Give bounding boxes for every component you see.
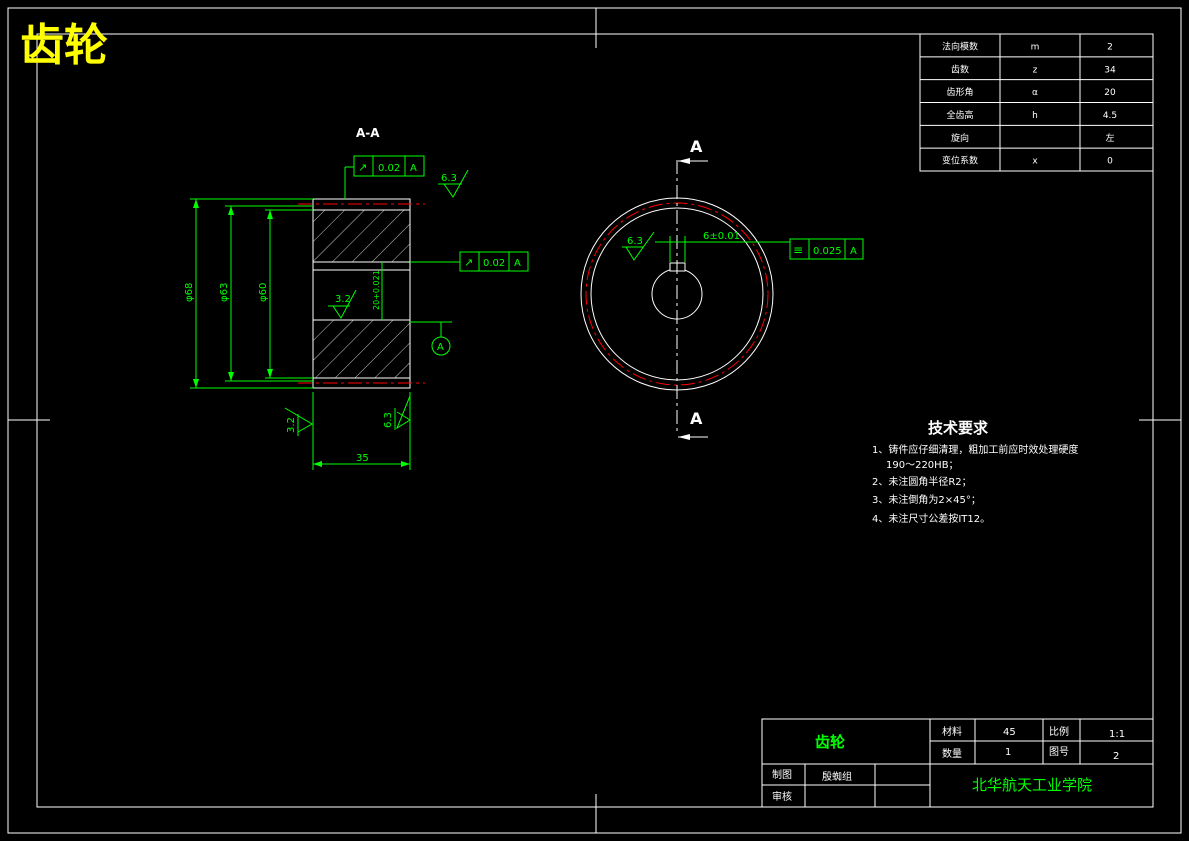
tb-drawn-by: 殷蜘组 — [822, 770, 852, 783]
tb-scale-label: 比例 — [1049, 725, 1069, 738]
param-name: 变位系数 — [942, 155, 978, 167]
cut-arrowhead-top — [678, 158, 690, 164]
rough-right-symbol — [622, 231, 655, 261]
hub-upper-section — [312, 209, 411, 263]
dim-d63: φ63 — [219, 283, 230, 302]
gdt-mid-symbol: ↗ — [464, 256, 473, 269]
param-value: 34 — [1104, 65, 1116, 75]
cut-marker-top: A — [690, 137, 703, 156]
rough-right-value: 6.3 — [627, 236, 643, 247]
tb-qty-label: 数量 — [942, 747, 962, 760]
param-value: 4.5 — [1103, 111, 1117, 121]
right-dimensions — [655, 236, 791, 262]
gdt-right-datum: A — [850, 246, 857, 257]
gdt-right-symbol: ≡ — [793, 243, 803, 257]
dim-d60: φ60 — [258, 283, 269, 302]
rough-bl-symbol — [284, 407, 313, 436]
tb-material-label: 材料 — [942, 725, 962, 738]
drawing-title: 齿轮 — [20, 20, 108, 71]
section-label: A-A — [356, 126, 380, 140]
hub-lower-section — [312, 319, 411, 379]
param-value: 0 — [1107, 157, 1113, 167]
tb-part-name: 齿轮 — [815, 733, 845, 751]
left-dim-arrows — [193, 199, 410, 467]
rough-top-symbol — [438, 169, 469, 198]
param-symbol: h — [1032, 111, 1038, 121]
cut-arrowhead-bottom — [678, 434, 690, 440]
keyway-dim: 6±0.01 — [703, 231, 740, 242]
param-symbol: m — [1031, 42, 1040, 52]
param-name: 全齿高 — [946, 109, 973, 121]
gdt-top-symbol: ↗ — [358, 161, 367, 174]
tb-drawn-label: 制图 — [772, 768, 792, 781]
param-value: 20 — [1104, 88, 1116, 98]
tb-school: 北华航天工业学院 — [972, 776, 1092, 794]
param-symbol: x — [1032, 157, 1038, 167]
cut-marker-bottom: A — [690, 409, 703, 428]
gear-body-outline — [312, 198, 411, 389]
dim-d68: φ68 — [184, 283, 195, 302]
tech-req-line-5: 4、未注尺寸公差按IT12。 — [872, 512, 990, 525]
tb-checked-label: 审核 — [772, 790, 792, 803]
outer-frame — [7, 7, 1182, 834]
tech-req-line-1: 1、铸件应仔细清理，粗加工前应时效处理硬度 — [872, 443, 1078, 456]
dim-bore: 20+0.021 — [372, 270, 381, 310]
gdt-top-value: 0.02 — [378, 163, 400, 174]
rough-bl-value: 3.2 — [286, 417, 297, 433]
param-name: 齿数 — [951, 63, 969, 75]
tb-material: 45 — [1003, 727, 1016, 738]
tb-scale: 1:1 — [1109, 729, 1125, 740]
param-name: 齿形角 — [946, 86, 973, 98]
tb-drawing-no-label: 图号 — [1049, 746, 1069, 758]
tb-qty: 1 — [1005, 747, 1011, 758]
rough-top-value: 6.3 — [441, 173, 457, 184]
tb-drawing-no: 2 — [1113, 751, 1119, 762]
param-value: 左 — [1105, 132, 1114, 144]
rough-br-value: 6.3 — [383, 412, 394, 428]
tech-req-line-4: 3、未注倒角为2×45°； — [872, 493, 981, 506]
left-dimensions — [190, 167, 460, 470]
gdt-frame-right: ≡ 0.025 A — [789, 238, 864, 260]
gdt-right-value: 0.025 — [813, 246, 842, 257]
gdt-frame-mid: ↗ 0.02 A — [459, 251, 529, 272]
param-name: 法向模数 — [942, 40, 978, 52]
datum-label: A — [437, 342, 444, 353]
gdt-mid-value: 0.02 — [483, 258, 505, 269]
title-block-grid — [761, 718, 1154, 808]
tech-req-heading: 技术要求 — [928, 419, 989, 437]
rough-mid-value: 3.2 — [335, 294, 351, 305]
param-name: 旋向 — [951, 132, 969, 144]
datum-circle — [431, 336, 451, 356]
rough-br-symbol — [394, 395, 411, 430]
param-symbol: α — [1032, 88, 1038, 98]
tech-req-line-3: 2、未注圆角半径R2； — [872, 475, 972, 488]
gdt-top-datum: A — [410, 163, 417, 174]
param-value: 2 — [1107, 42, 1113, 52]
rough-mid-symbol — [328, 289, 357, 319]
tech-req-line-2: 190～220HB； — [886, 460, 959, 471]
param-symbol: z — [1033, 65, 1038, 75]
gdt-mid-datum: A — [514, 258, 521, 269]
dim-width: 35 — [356, 453, 369, 464]
gdt-frame-top: ↗ 0.02 A — [345, 155, 425, 177]
